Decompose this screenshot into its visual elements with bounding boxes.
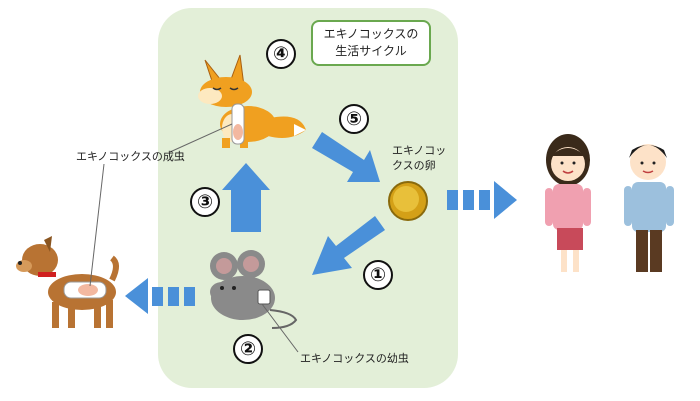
step-number-2: ② <box>233 334 263 364</box>
step-number-5: ⑤ <box>339 104 369 134</box>
step-number-4: ④ <box>266 39 296 69</box>
step-number-1: ① <box>363 260 393 290</box>
adult-worm-label: エキノコックスの成虫 <box>76 150 185 163</box>
larva-label: エキノコックスの幼虫 <box>300 352 409 365</box>
arrow-fox-to-egg <box>312 132 380 182</box>
egg-icon <box>388 181 428 221</box>
adult-leader-line <box>169 123 233 153</box>
arrow-mouse-to-dog <box>125 278 195 314</box>
larva-leader-line <box>261 303 299 353</box>
title-line-1: エキノコックスの <box>323 27 419 41</box>
title-line-2: 生活サイクル <box>335 44 407 58</box>
arrow-egg-to-mouse <box>312 216 385 275</box>
egg-label-line-2: クスの卵 <box>392 159 436 172</box>
woman-icon <box>545 134 591 272</box>
diagram-title: エキノコックスの 生活サイクル <box>311 20 431 66</box>
egg-label-line-1: エキノコッ <box>392 144 447 157</box>
dog-icon <box>16 236 119 328</box>
man-icon <box>624 144 674 272</box>
adult-dog-leader-line <box>89 163 105 287</box>
arrow-mouse-to-fox <box>222 163 270 232</box>
mouse-icon <box>210 250 298 329</box>
egg-label: エキノコッ クスの卵 <box>392 143 446 173</box>
step-number-3: ③ <box>190 187 220 217</box>
fox-icon <box>198 54 306 148</box>
arrow-egg-to-humans <box>447 181 517 219</box>
